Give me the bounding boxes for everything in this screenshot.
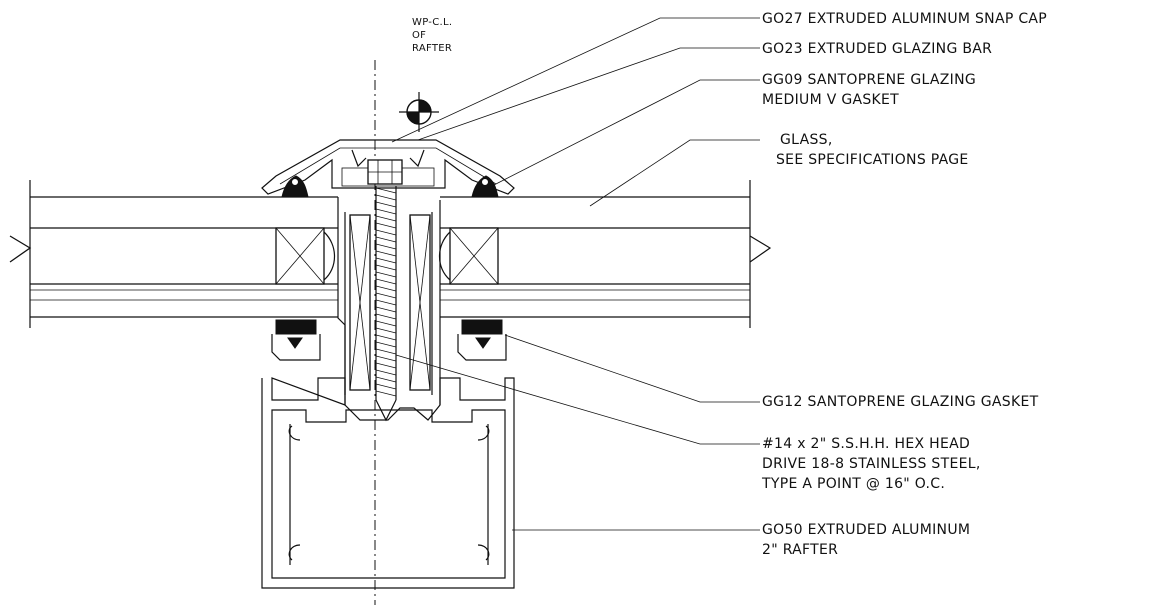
callout-screw-line3: TYPE A POINT @ 16" O.C. (761, 476, 945, 492)
callout-v-gasket-line2: MEDIUM V GASKET (762, 92, 899, 108)
callout-glass-line1: GLASS, (780, 132, 833, 148)
callout-v-gasket-line1: GG09 SANTOPRENE GLAZING (762, 72, 976, 88)
callout-glazing-bar: GO23 EXTRUDED GLAZING BAR (762, 41, 992, 57)
callout-rafter-line2: 2" RAFTER (762, 542, 838, 558)
bottom-gasket-right (457, 319, 507, 361)
callout-screw-line2: DRIVE 18-8 STAINLESS STEEL, (762, 456, 981, 472)
centerline-label-line2: OF (412, 30, 426, 41)
leader-lines (391, 17, 760, 531)
centerline-symbol-icon (399, 92, 439, 132)
glazing-bar (337, 197, 441, 421)
glass-panel-right (438, 180, 772, 328)
rafter (261, 377, 515, 589)
callout-screw-line1: #14 x 2" S.S.H.H. HEX HEAD (762, 436, 970, 452)
v-gasket-right (471, 175, 499, 198)
glass-panel-left (9, 180, 338, 328)
hex-head-screw (367, 159, 403, 422)
v-gasket-left (281, 175, 309, 198)
centerline-label-line3: RAFTER (412, 43, 452, 54)
callout-glass-line2: SEE SPECIFICATIONS PAGE (776, 152, 969, 168)
snap-cap (261, 139, 515, 195)
callout-gasket: GG12 SANTOPRENE GLAZING GASKET (762, 394, 1039, 410)
callout-rafter-line1: GO50 EXTRUDED ALUMINUM (762, 522, 970, 538)
centerline-label-line1: WP-C.L. (412, 17, 452, 28)
bottom-gasket-left (271, 319, 321, 361)
callout-snap-cap: GO27 EXTRUDED ALUMINUM SNAP CAP (762, 11, 1047, 27)
